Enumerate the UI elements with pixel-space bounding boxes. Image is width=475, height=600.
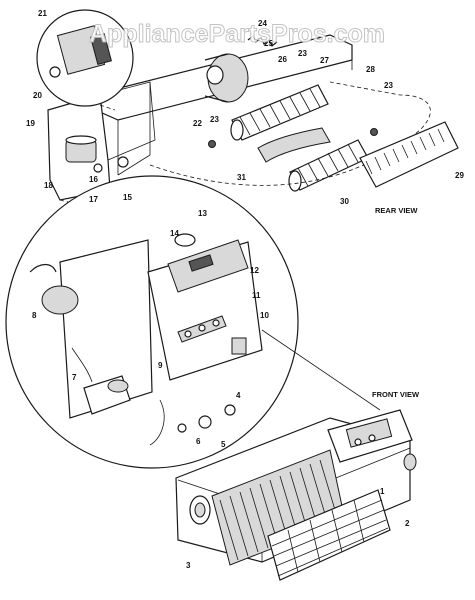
callout-10: 10 — [260, 311, 269, 320]
front-grille — [267, 489, 391, 581]
callout-labels: 1 2 3 4 5 6 7 8 9 10 11 12 13 14 15 16 1… — [26, 9, 464, 570]
control-box-assembly — [29, 233, 263, 446]
blower-wheel-upper — [230, 84, 329, 141]
rear-view-assembly — [36, 9, 459, 219]
watermark-text: AppliancePartsPros.com — [89, 20, 385, 48]
callout-8: 8 — [32, 311, 37, 320]
front-view-assembly — [175, 409, 417, 581]
callout-6: 6 — [196, 437, 201, 446]
rear-grille — [359, 121, 459, 188]
callout-23a: 23 — [210, 115, 219, 124]
rear-view-label: REAR VIEW — [375, 206, 418, 215]
callout-3: 3 — [186, 561, 191, 570]
callout-9: 9 — [158, 361, 163, 370]
callout-12: 12 — [250, 266, 259, 275]
callout-11: 11 — [252, 291, 261, 300]
callout-27: 27 — [320, 56, 329, 65]
callout-22: 22 — [193, 119, 202, 128]
callout-21: 21 — [38, 9, 47, 18]
callout-16: 16 — [89, 175, 98, 184]
callout-1: 1 — [380, 487, 385, 496]
callout-13: 13 — [198, 209, 207, 218]
callout-18: 18 — [44, 181, 53, 190]
callout-4: 4 — [236, 391, 241, 400]
callout-17: 17 — [89, 195, 98, 204]
callout-31: 31 — [237, 173, 246, 182]
callout-20: 20 — [33, 91, 42, 100]
callout-14: 14 — [170, 229, 179, 238]
callout-24: 24 — [258, 19, 267, 28]
blower-wheel-lower — [288, 139, 369, 192]
callout-23c: 23 — [384, 81, 393, 90]
callout-25: 25 — [264, 39, 273, 48]
front-view-label: FRONT VIEW — [372, 390, 420, 399]
callout-7: 7 — [72, 373, 77, 382]
callout-15: 15 — [123, 193, 132, 202]
callout-30: 30 — [340, 197, 349, 206]
callout-19: 19 — [26, 119, 35, 128]
callout-5: 5 — [221, 440, 226, 449]
callout-29: 29 — [455, 171, 464, 180]
callout-28: 28 — [366, 65, 375, 74]
callout-2: 2 — [405, 519, 410, 528]
callout-26: 26 — [278, 55, 287, 64]
callout-23b: 23 — [298, 49, 307, 58]
